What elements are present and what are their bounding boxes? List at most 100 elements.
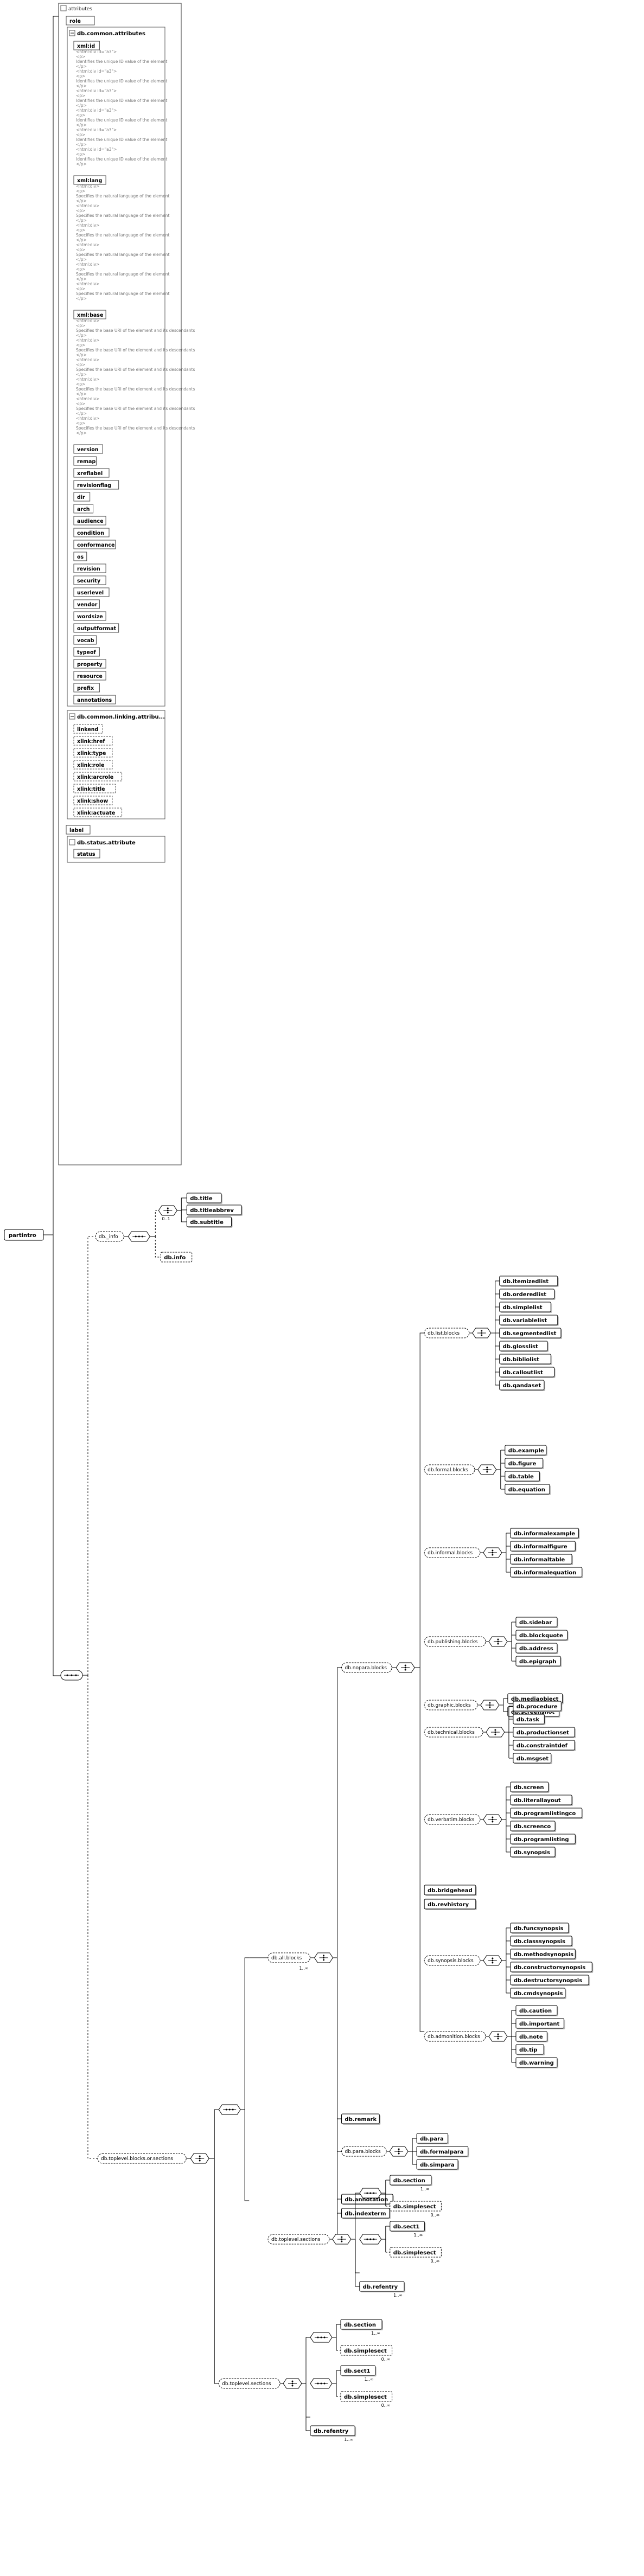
- block-group-4[interactable]: db.graphic.blocks: [424, 1700, 478, 1710]
- sections-choice[interactable]: [332, 2234, 352, 2245]
- attr-os[interactable]: os: [73, 552, 87, 561]
- attr-resource[interactable]: resource: [73, 671, 106, 681]
- block-item-db-important[interactable]: db.important: [515, 2018, 565, 2029]
- block-item-db-programlistingco[interactable]: db.programlistingco: [510, 1808, 583, 1819]
- block-group-0[interactable]: db.list.blocks: [424, 1328, 470, 1338]
- nopara-choice[interactable]: [396, 1662, 415, 1673]
- block-item-db-methodsynopsis[interactable]: db.methodsynopsis: [510, 1949, 577, 1960]
- block-group-5[interactable]: db.technical.blocks: [424, 1727, 483, 1738]
- toplevel-sections-group[interactable]: db.toplevel.sections: [267, 2234, 330, 2245]
- attr-xml-base[interactable]: xml:base: [73, 310, 106, 319]
- toplevel-seq-1[interactable]: [218, 2104, 241, 2115]
- attr-xreflabel[interactable]: xreflabel: [73, 468, 110, 478]
- attr-audience[interactable]: audience: [73, 516, 106, 526]
- attr-xlink-arcrole[interactable]: xlink:arcrole: [73, 772, 123, 781]
- attr-security[interactable]: security: [73, 575, 106, 585]
- block-item-db-msgset[interactable]: db.msgset: [513, 1753, 552, 1764]
- sections-seq-0[interactable]: [359, 2188, 382, 2199]
- attr-xlink-href[interactable]: xlink:href: [73, 736, 113, 746]
- block-item-db-example[interactable]: db.example: [505, 1445, 547, 1456]
- indexterm-element[interactable]: db.indexterm: [341, 2208, 391, 2219]
- block-choice-2[interactable]: [483, 1547, 502, 1558]
- block-item-db-simplelist[interactable]: db.simplelist: [499, 1302, 552, 1313]
- block-group-1[interactable]: db.formal.blocks: [424, 1464, 475, 1475]
- sections-seq-1[interactable]: [310, 2378, 333, 2389]
- block-group-9[interactable]: db.synopsis.blocks: [424, 1955, 481, 1966]
- attr-remap[interactable]: remap: [73, 456, 97, 466]
- block-item-db-funcsynopsis[interactable]: db.funcsynopsis: [510, 1923, 570, 1934]
- block-item-db-informalequation[interactable]: db.informalequation: [510, 1567, 583, 1578]
- nopara-blocks-group[interactable]: db.nopara.blocks: [341, 1662, 392, 1673]
- info-sequence[interactable]: [127, 1231, 150, 1242]
- all-blocks-choice[interactable]: [314, 1952, 334, 1963]
- attr-prefix[interactable]: prefix: [73, 683, 100, 693]
- block-choice-3[interactable]: [488, 1636, 508, 1647]
- block-item-db-orderedlist[interactable]: db.orderedlist: [499, 1289, 556, 1300]
- block-item-db-note[interactable]: db.note: [515, 2031, 549, 2042]
- block-choice-10[interactable]: [488, 2031, 508, 2042]
- attr-role[interactable]: role: [66, 16, 95, 25]
- toplevel-choice[interactable]: [190, 2153, 209, 2164]
- block-group-3[interactable]: db.publishing.blocks: [424, 1636, 486, 1647]
- block-item-db-sidebar[interactable]: db.sidebar: [515, 1617, 558, 1628]
- block-group-6[interactable]: db.verbatim.blocks: [424, 1814, 481, 1825]
- para-item-1[interactable]: db.formalpara: [416, 2146, 469, 2157]
- info-item-2[interactable]: db.subtitle: [186, 1216, 233, 1228]
- block-item-db-glosslist[interactable]: db.glosslist: [499, 1341, 549, 1352]
- block-choice-5[interactable]: [486, 1727, 505, 1738]
- attr-outputformat[interactable]: outputformat: [73, 623, 119, 633]
- attr-annotations[interactable]: annotations: [73, 695, 116, 704]
- attr-xlink-actuate[interactable]: xlink:actuate: [73, 808, 123, 817]
- attr-conformance[interactable]: conformance: [73, 540, 116, 549]
- block-item-db-constructorsynopsis[interactable]: db.constructorsynopsis: [510, 1962, 594, 1973]
- attr-xlink-type[interactable]: xlink:type: [73, 748, 113, 758]
- block-item-db-informalfigure[interactable]: db.informalfigure: [510, 1541, 577, 1552]
- block-item-db-variablelist[interactable]: db.variablelist: [499, 1315, 559, 1326]
- info-optional[interactable]: db.info: [160, 1252, 193, 1263]
- block-item-db-task[interactable]: db.task: [513, 1714, 546, 1725]
- block-item-db-constraintdef[interactable]: db.constraintdef: [513, 1740, 576, 1751]
- block-choice-6[interactable]: [483, 1814, 502, 1825]
- para-item-2[interactable]: db.simpara: [416, 2159, 460, 2170]
- attr-label-attr[interactable]: label: [66, 825, 91, 835]
- block-item-db-epigraph[interactable]: db.epigraph: [515, 1656, 562, 1667]
- info-item-0[interactable]: db.title: [186, 1193, 222, 1204]
- block-choice-1[interactable]: [477, 1464, 497, 1475]
- block-item-db-productionset[interactable]: db.productionset: [513, 1727, 576, 1738]
- attr-revision[interactable]: revision: [73, 563, 106, 573]
- block-item-db-destructorsynopsis[interactable]: db.destructorsynopsis: [510, 1975, 590, 1986]
- attr-xml-lang[interactable]: xml:lang: [73, 175, 106, 185]
- attr-revisionflag[interactable]: revisionflag: [73, 480, 119, 490]
- para-blocks-group[interactable]: db.para.blocks: [341, 2146, 387, 2157]
- block-item-db-tip[interactable]: db.tip: [515, 2044, 545, 2055]
- para-item-0[interactable]: db.para: [416, 2133, 449, 2144]
- info-item-1[interactable]: db.titleabbrev: [186, 1204, 243, 1216]
- block-item-db-literallayout[interactable]: db.literallayout: [510, 1795, 573, 1806]
- block-item-db-calloutlist[interactable]: db.calloutlist: [499, 1367, 556, 1378]
- info-group[interactable]: db._info: [95, 1231, 124, 1242]
- attr-xlink-title[interactable]: xlink:title: [73, 784, 116, 793]
- toplevel-blocks-group[interactable]: db.toplevel.blocks.or.sections: [97, 2153, 187, 2164]
- attr-xml-id[interactable]: xml:id: [73, 41, 100, 50]
- attr-vendor[interactable]: vendor: [73, 599, 100, 609]
- block-item-db-qandaset[interactable]: db.qandaset: [499, 1380, 545, 1391]
- attr-status[interactable]: status: [73, 849, 100, 858]
- block-item-db-address[interactable]: db.address: [515, 1643, 558, 1654]
- block-db-bridgehead[interactable]: db.bridgehead: [424, 1885, 477, 1896]
- attr-arch[interactable]: arch: [73, 504, 94, 514]
- block-choice-4[interactable]: [480, 1700, 500, 1710]
- block-item-db-segmentedlist[interactable]: db.segmentedlist: [499, 1328, 562, 1339]
- block-item-db-screenco[interactable]: db.screenco: [510, 1821, 557, 1832]
- attr-dir[interactable]: dir: [73, 492, 91, 502]
- sections-choice[interactable]: [283, 2378, 302, 2389]
- attr-version[interactable]: version: [73, 444, 103, 454]
- attr-linkend[interactable]: linkend: [73, 724, 103, 734]
- block-item-db-classsynopsis[interactable]: db.classsynopsis: [510, 1936, 573, 1947]
- block-item-db-procedure[interactable]: db.procedure: [513, 1701, 563, 1712]
- toplevel-sections-group[interactable]: db.toplevel.sections: [218, 2378, 280, 2389]
